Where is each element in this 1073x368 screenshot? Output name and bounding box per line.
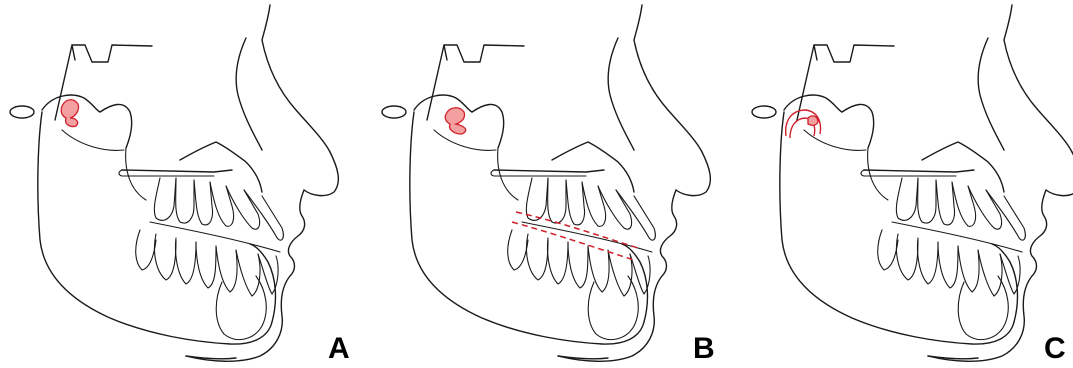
- panel-a-label: A: [328, 334, 350, 364]
- panel-a-condyle-highlight: [61, 100, 78, 127]
- panel-b-occlusal-plane-upper: [516, 212, 638, 248]
- panel-c-tracing: [752, 5, 1073, 361]
- panel-b-label: B: [693, 334, 715, 364]
- panel-b-tracing: [382, 5, 710, 361]
- panel-c-label: C: [1044, 334, 1066, 364]
- panel-a-tracing: [10, 5, 338, 361]
- panel-c-condyle-highlight: [808, 116, 818, 125]
- panel-b-condyle-highlight: [445, 108, 466, 134]
